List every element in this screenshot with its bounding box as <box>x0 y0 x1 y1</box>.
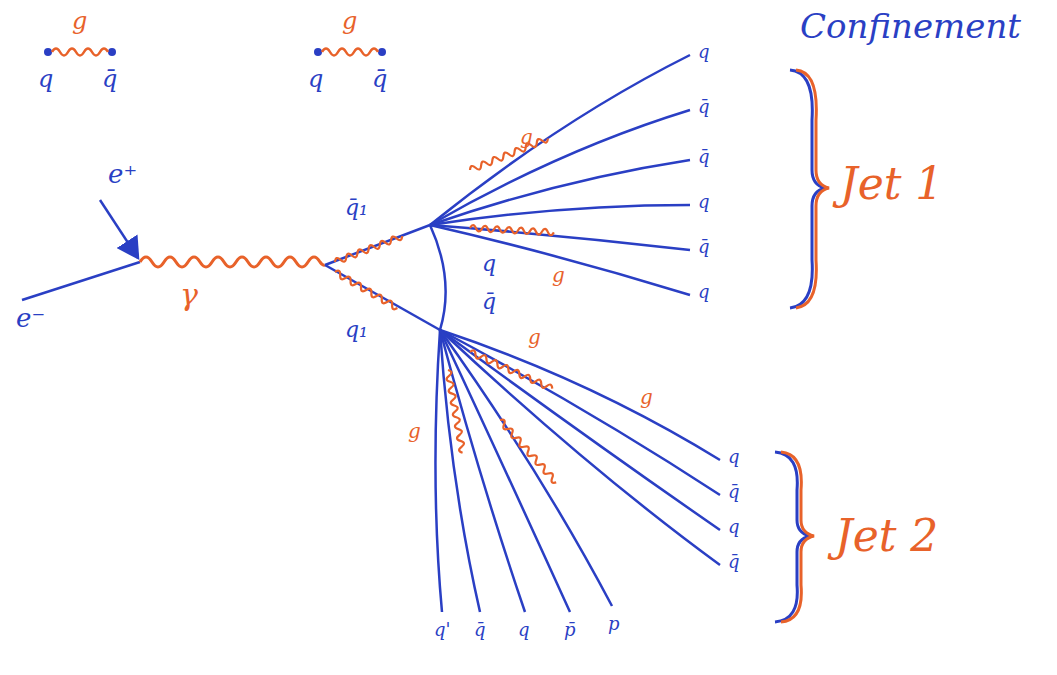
particle-label: e⁺ <box>108 160 137 189</box>
quark-label: q̄ <box>698 147 710 167</box>
gluon-label: g <box>72 8 87 34</box>
quark-label: q <box>728 517 740 537</box>
photon-wave <box>140 257 325 267</box>
gluon-label: g <box>552 264 565 286</box>
quark-label: q <box>728 447 740 467</box>
quark-label: q̄ <box>728 552 740 572</box>
quark-label: p̄ <box>564 620 576 640</box>
quark-label: q <box>308 66 323 92</box>
jet-braces <box>775 70 829 622</box>
quark-label: p <box>608 614 620 634</box>
quark-label: q <box>482 252 496 276</box>
string-pair <box>44 48 386 56</box>
photon-label: γ <box>180 278 198 311</box>
quark-label: q <box>38 66 53 92</box>
gluon-label: g <box>528 326 541 348</box>
gluon-label: g <box>342 8 357 34</box>
quark-label: q̄ <box>698 237 710 257</box>
jet-label: Jet 2 <box>835 512 938 560</box>
quark-label: q̄ <box>474 620 486 640</box>
quark-label: q̄ <box>728 482 740 502</box>
quark-label: q <box>518 620 530 640</box>
quark-label: q <box>698 192 710 212</box>
title-text: Confinement <box>800 8 1021 45</box>
quark-label: q₁ <box>345 318 368 342</box>
gluon-springs <box>334 136 559 485</box>
quark-label: q̄ <box>372 66 387 92</box>
gluon-label: g <box>520 126 533 148</box>
gluon-label: g <box>640 386 653 408</box>
quark-label: q' <box>434 620 450 640</box>
quark-label: q <box>698 42 710 62</box>
quark-label: q̄₁ <box>345 196 368 220</box>
quark-label: q̄ <box>102 66 117 92</box>
particle-label: e⁻ <box>16 304 45 333</box>
electron-lines <box>22 200 140 300</box>
quark-lines <box>325 55 720 612</box>
quark-label: q <box>698 282 710 302</box>
quark-label: q̄ <box>482 290 496 314</box>
quark-label: q̄ <box>698 97 710 117</box>
jet-label: Jet 1 <box>840 160 943 208</box>
gluon-label: g <box>408 420 421 442</box>
